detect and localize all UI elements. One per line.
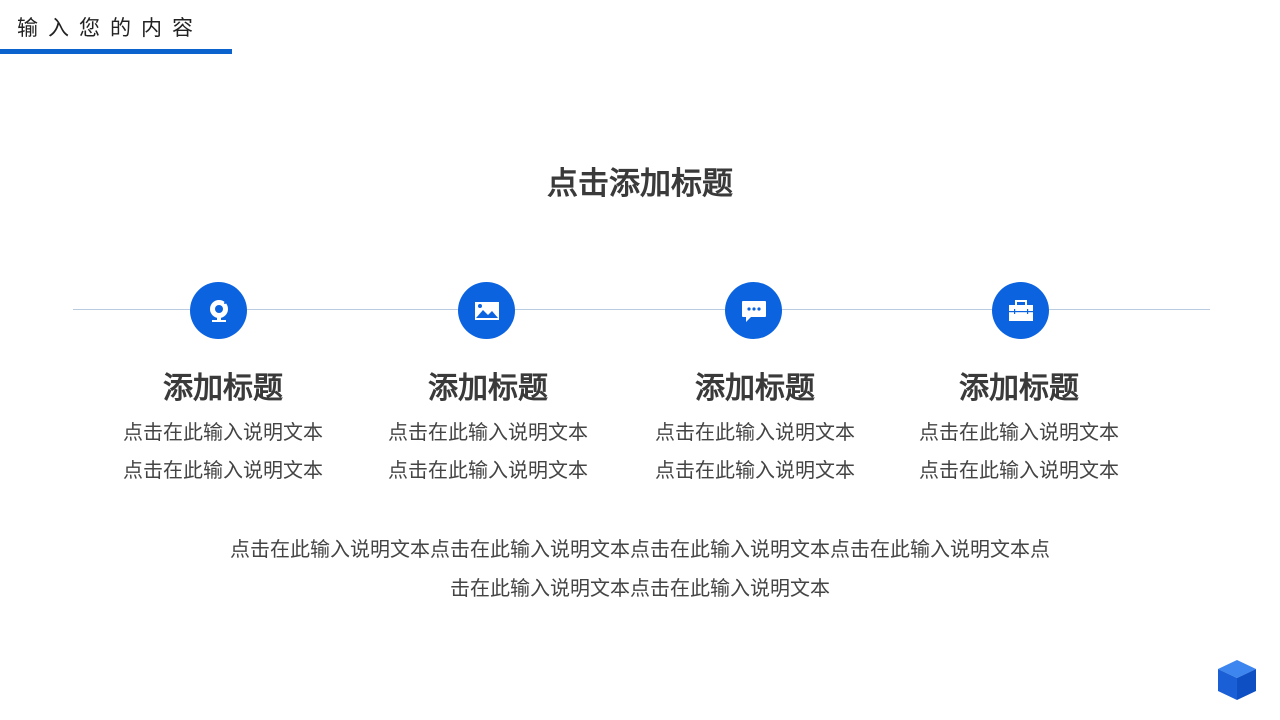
item-desc-line[interactable]: 点击在此输入说明文本 [655, 458, 855, 482]
main-title[interactable]: 点击添加标题 [547, 166, 733, 202]
item-desc-line[interactable]: 点击在此输入说明文本 [388, 420, 588, 444]
webcam-icon [190, 282, 247, 339]
feature-item-1: 添加标题 点击在此输入说明文本 点击在此输入说明文本 [88, 282, 348, 489]
timeline-line [73, 309, 1210, 310]
image-icon [458, 282, 515, 339]
item-desc-line[interactable]: 点击在此输入说明文本 [123, 420, 323, 444]
item-desc-line[interactable]: 点击在此输入说明文本 [388, 458, 588, 482]
briefcase-icon [992, 282, 1049, 339]
cube-logo-icon [1216, 658, 1258, 706]
summary-text[interactable]: 点击在此输入说明文本点击在此输入说明文本点击在此输入说明文本点击在此输入说明文本… [190, 530, 1090, 608]
item-desc-line[interactable]: 点击在此输入说明文本 [919, 420, 1119, 444]
header-title: 输入您的内容 [17, 16, 203, 40]
chat-bubble-icon [725, 282, 782, 339]
header-accent-bar [0, 49, 232, 54]
feature-item-3: 添加标题 点击在此输入说明文本 点击在此输入说明文本 [623, 282, 883, 489]
feature-item-2: 添加标题 点击在此输入说明文本 点击在此输入说明文本 [356, 282, 616, 489]
item-title[interactable]: 添加标题 [163, 371, 283, 406]
item-desc-line[interactable]: 点击在此输入说明文本 [655, 420, 855, 444]
item-desc-line[interactable]: 点击在此输入说明文本 [919, 458, 1119, 482]
item-title[interactable]: 添加标题 [959, 371, 1079, 406]
item-desc-line[interactable]: 点击在此输入说明文本 [123, 458, 323, 482]
feature-item-4: 添加标题 点击在此输入说明文本 点击在此输入说明文本 [890, 282, 1150, 489]
item-title[interactable]: 添加标题 [428, 371, 548, 406]
summary-line: 点击在此输入说明文本点击在此输入说明文本点击在此输入说明文本点击在此输入说明文本… [230, 537, 1050, 561]
summary-line: 击在此输入说明文本点击在此输入说明文本 [450, 576, 830, 600]
item-title[interactable]: 添加标题 [695, 371, 815, 406]
